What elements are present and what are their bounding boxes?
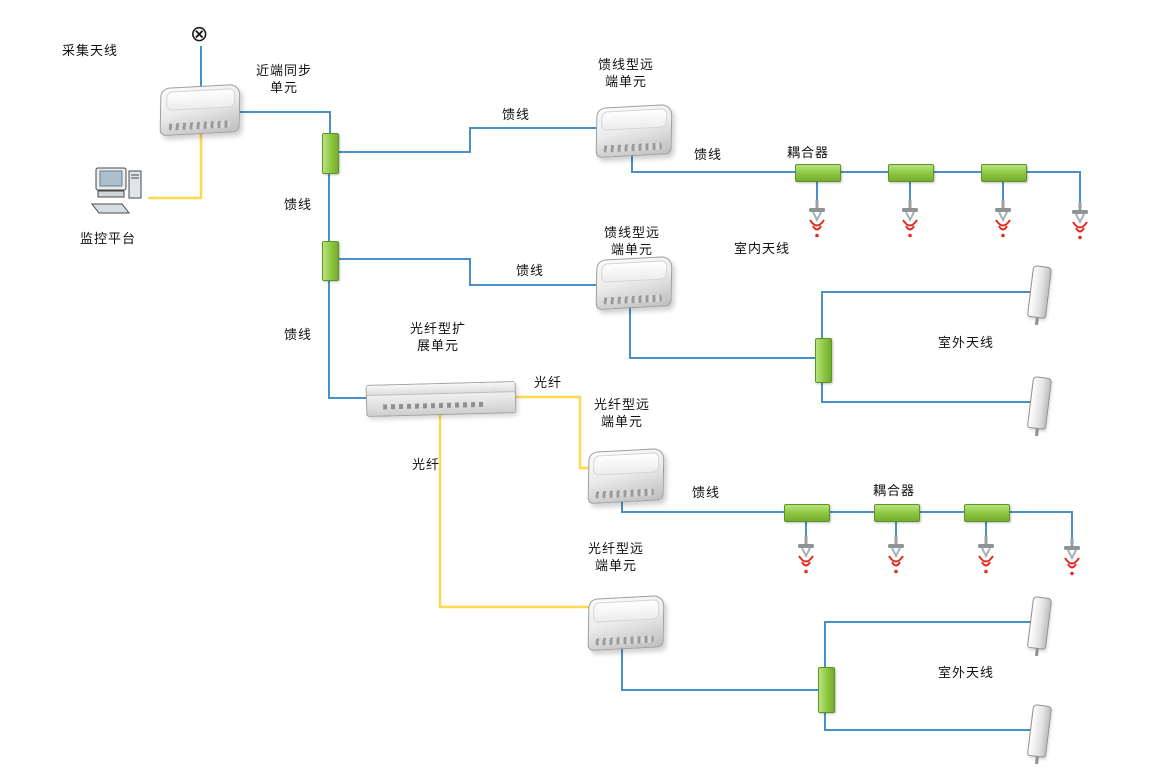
- label-monitor-platform: 监控平台: [79, 232, 136, 247]
- label-fiber-remote-unit-2: 光纤型远 端单元: [587, 542, 644, 574]
- label-fiber-remote-unit-1: 光纤型远 端单元: [593, 398, 650, 430]
- label-feeder-6: 馈线: [691, 486, 720, 501]
- label-near-end-sync-unit: 近端同步 单元: [255, 64, 312, 96]
- coupler-2c: [964, 504, 1010, 522]
- label-feeder-remote-unit-2: 馈线型远 端单元: [603, 226, 660, 258]
- splitter-3: [815, 338, 832, 383]
- near-end-sync-unit-device: [159, 83, 241, 137]
- label-collect-antenna: 采集天线: [61, 44, 118, 59]
- coupler-2b: [874, 504, 920, 522]
- indoor-antenna-icon: [902, 200, 918, 238]
- label-feeder-2: 馈线: [283, 198, 312, 213]
- label-feeder-1: 馈线: [501, 108, 530, 123]
- fiber-remote-unit-2-device: [587, 594, 665, 652]
- label-outdoor-antenna-1: 室外天线: [937, 336, 994, 351]
- label-outdoor-antenna-2: 室外天线: [937, 666, 994, 681]
- label-coupler-1: 耦合器: [786, 146, 829, 161]
- fiber-lines: [148, 133, 590, 609]
- monitor-computer-icon: [90, 167, 142, 214]
- label-indoor-antenna: 室内天线: [733, 242, 790, 257]
- collect-antenna-icon: ⊗: [190, 22, 209, 47]
- splitter-2: [322, 241, 339, 281]
- coupler-1c: [981, 164, 1027, 182]
- feeder-remote-unit-2-device: [595, 255, 673, 311]
- label-feeder-4: 馈线: [515, 264, 544, 279]
- feeder-lines: [200, 46, 1081, 731]
- indoor-antenna-icon: [995, 200, 1011, 238]
- coupler-2a: [784, 504, 830, 522]
- label-feeder-remote-unit-1: 馈线型远 端单元: [597, 58, 654, 90]
- coupler-1b: [888, 164, 934, 182]
- label-coupler-2: 耦合器: [872, 484, 915, 499]
- coupler-1a: [795, 164, 841, 182]
- splitter-1: [322, 133, 339, 174]
- indoor-antenna-icon: [978, 536, 994, 574]
- indoor-antenna-icon: [888, 536, 904, 574]
- label-fiber-2: 光纤: [411, 458, 440, 473]
- indoor-antenna-icon: [1064, 538, 1080, 576]
- fiber-expansion-unit-device: [365, 381, 517, 417]
- label-fiber-1: 光纤: [533, 376, 562, 391]
- indoor-antenna-icon: [809, 200, 825, 238]
- indoor-antenna-icon: [1072, 202, 1088, 240]
- feeder-remote-unit-1-device: [595, 103, 673, 159]
- indoor-antenna-icon: [798, 536, 814, 574]
- fiber-remote-unit-1-device: [587, 447, 665, 505]
- splitter-4: [818, 667, 835, 713]
- label-feeder-5: 馈线: [283, 328, 312, 343]
- label-fiber-expansion-unit: 光纤型扩 展单元: [409, 322, 466, 354]
- label-feeder-3: 馈线: [693, 148, 722, 163]
